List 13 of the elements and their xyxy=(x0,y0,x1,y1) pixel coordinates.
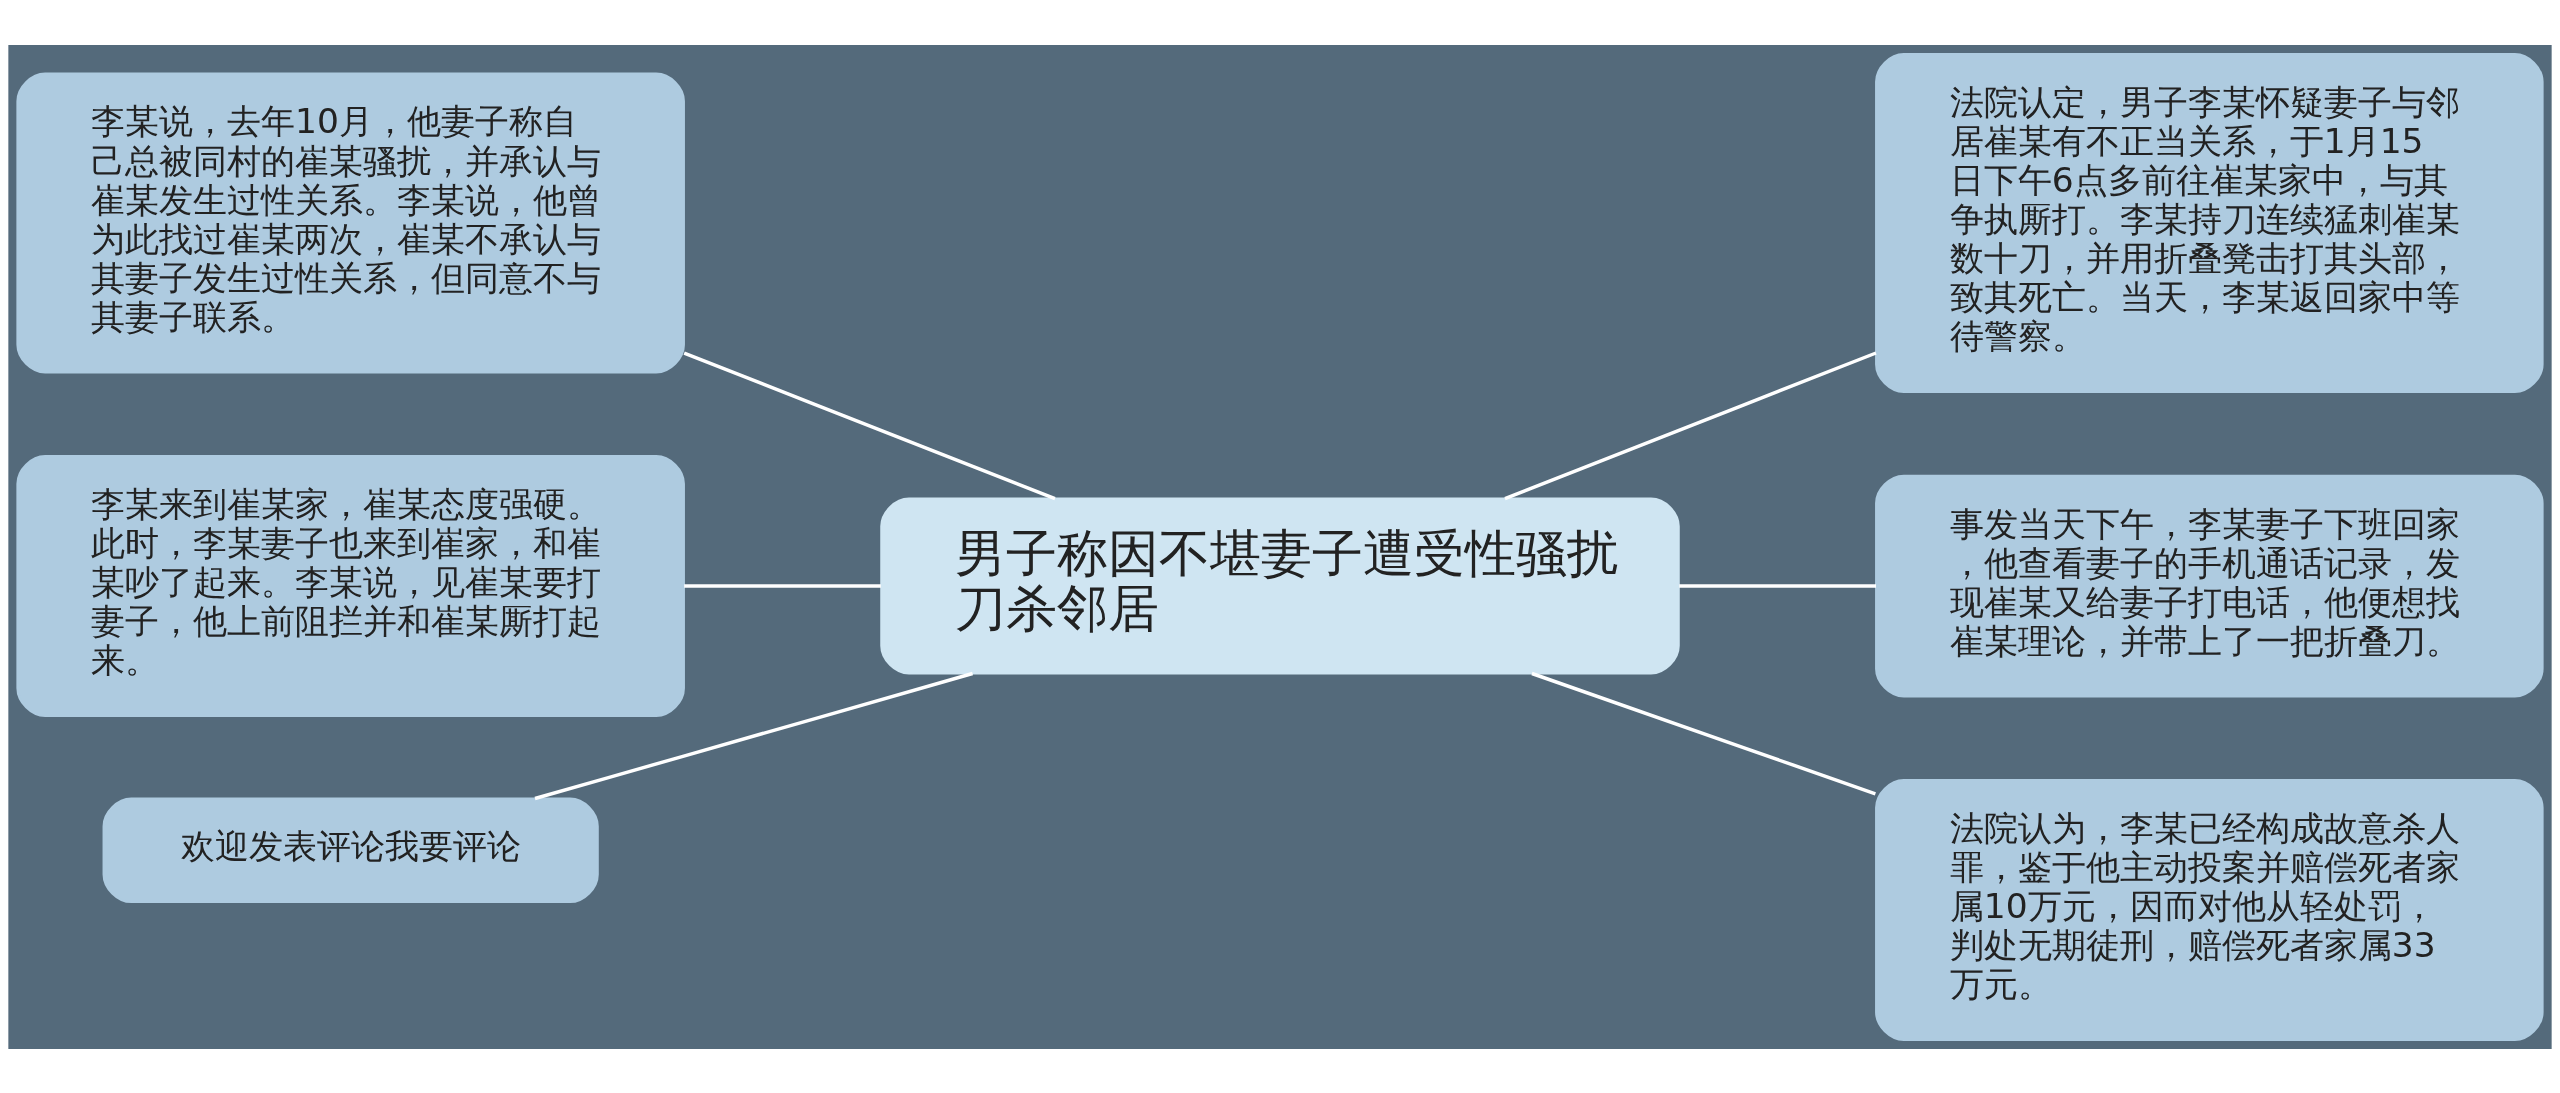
connector xyxy=(1679,583,1877,588)
connector xyxy=(534,671,974,800)
node-box: 李某说，去年10月，他妻子称自己总被同村的崔某骚扰，并承认与崔某发生过性关系。李某说，他曾为此找过崔某两次，崔某不承认与其妻子发生过性关系，但同意不与其妻子联系。 xyxy=(16,72,685,374)
connector xyxy=(683,351,1056,500)
node-box: 法院认定，男子李某怀疑妻子与邻居崔某有不正当关系，于1月15日下午6点多前往崔某家中，与其争执厮打。李某持刀连续猛刺崔某数十刀，并用折叠凳击打其头部，致其死亡。当天，李某返回家中等待警察。 xyxy=(1875,52,2544,393)
node-box: 法院认为，李某已经构成故意杀人罪，鉴于他主动投案并赔偿死者家属10万元，因而对他从轻处罚，判处无期徒刑，赔偿死者家属33万元。 xyxy=(1875,778,2544,1041)
connector xyxy=(1504,350,1877,500)
connector xyxy=(1531,671,1876,795)
node-box: 李某来到崔某家，崔某态度强硬。此时，李某妻子也来到崔家，和崔某吵了起来。李某说，见崔某要打妻子，他上前阻拦并和崔某厮打起来。 xyxy=(16,454,685,717)
node-box: 男子称因不堪妻子遭受性骚扰刀杀邻居 xyxy=(880,497,1680,674)
node-box: 事发当天下午，李某妻子下班回家，他查看妻子的手机通话记录，发现崔某又给妻子打电话，他便想找崔某理论，并带上了一把折叠刀。 xyxy=(1875,474,2544,697)
node-box: 欢迎发表评论我要评论 xyxy=(102,796,599,903)
connector xyxy=(684,583,881,588)
